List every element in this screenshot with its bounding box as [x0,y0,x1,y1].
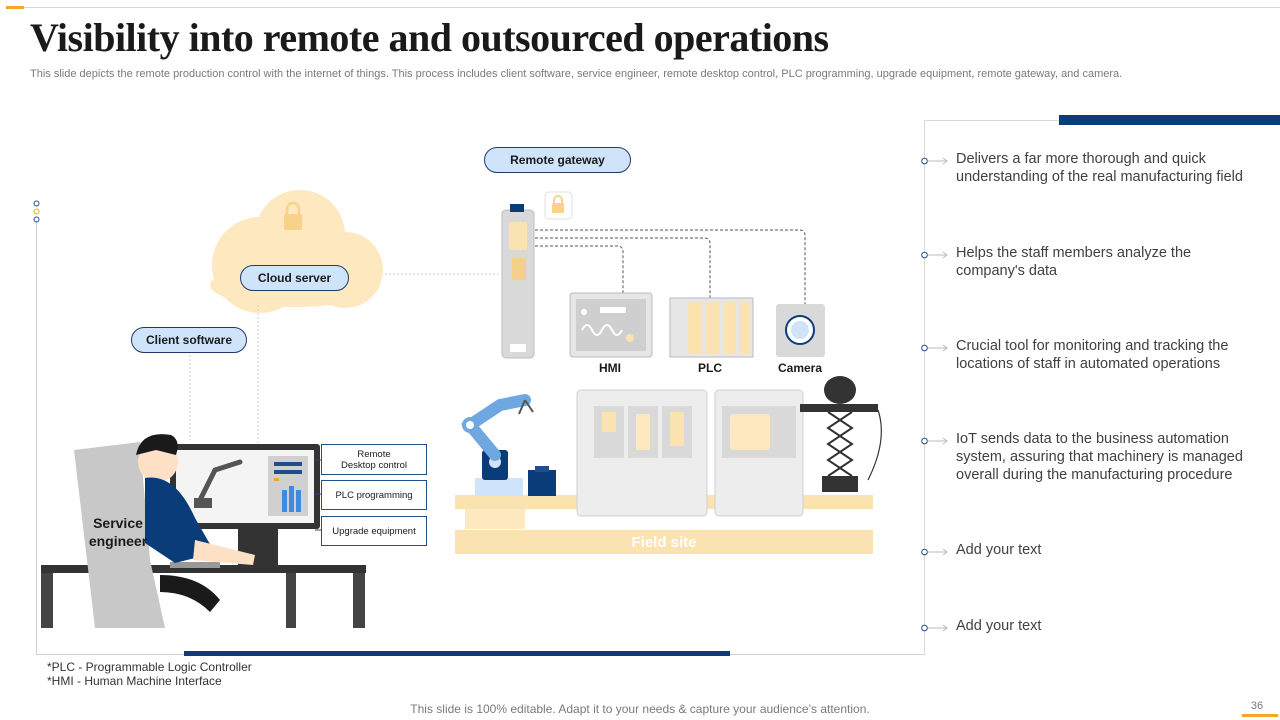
gateway-lock-icon [544,191,573,220]
cloud-server-pill: Cloud server [240,265,349,291]
bullet-arrow-icon [921,344,948,352]
benefit-text: Crucial tool for monitoring and tracking… [956,338,1229,372]
remote-desktop-line2: Desktop control [340,459,407,471]
footer-note: This slide is 100% editable. Adapt it to… [410,702,870,716]
benefits-panel-line [924,120,925,654]
top-divider [24,7,1280,8]
bullet-arrow-icon [921,251,948,259]
plc-programming-box: PLC programming [321,480,427,510]
service-engineer-line2: engineer [88,533,148,549]
bullet-arrow-icon [921,548,948,556]
remote-desktop-line1: Remote [357,448,391,460]
plc-label: PLC [698,361,722,375]
client-software-pill: Client software [131,327,247,353]
hmi-panel-icon [569,292,653,358]
benefit-text: Helps the staff members analyze the comp… [956,245,1192,279]
gateway-device-icon [501,204,535,359]
page-number-accent [1242,714,1278,717]
benefit-text: IoT sends data to the business automatio… [956,431,1243,483]
workstation-icon [41,434,366,628]
bullet-arrow-icon [921,437,948,445]
footnote-hmi: *HMI - Human Machine Interface [47,674,222,688]
benefit-text: Add your text [956,542,1042,558]
remote-desktop-box: Remote Desktop control [321,444,427,475]
benefits-panel-accent [1059,115,1280,125]
top-accent-bar [6,6,24,9]
benefit-text: Delivers a far more thorough and quick u… [956,151,1243,185]
frame-bottom-accent [184,651,730,656]
bullet-arrow-icon [921,157,948,165]
camera-icon [776,304,825,357]
plc-unit-icon [669,297,754,358]
benefit-text: Add your text [956,618,1042,634]
hmi-label: HMI [599,361,621,375]
frame-dots [33,200,40,224]
page-subtitle: This slide depicts the remote production… [30,68,1123,80]
page-number: 36 [1250,700,1264,712]
upgrade-equipment-box: Upgrade equipment [321,516,427,546]
camera-label: Camera [777,361,823,375]
service-engineer-label: Service engineer [78,514,158,550]
footnote-plc: *PLC - Programmable Logic Controller [47,660,252,674]
field-site-icon [455,376,882,554]
service-engineer-line1: Service [93,515,143,531]
lock-icon [284,201,302,230]
bullet-arrow-icon [921,624,948,632]
frame-dot-markers [33,200,40,223]
field-site-label: Field site [631,534,697,551]
cloud-icon [210,190,383,313]
page-title: Visibility into remote and outsourced op… [30,15,829,60]
remote-gateway-pill: Remote gateway [484,147,631,173]
